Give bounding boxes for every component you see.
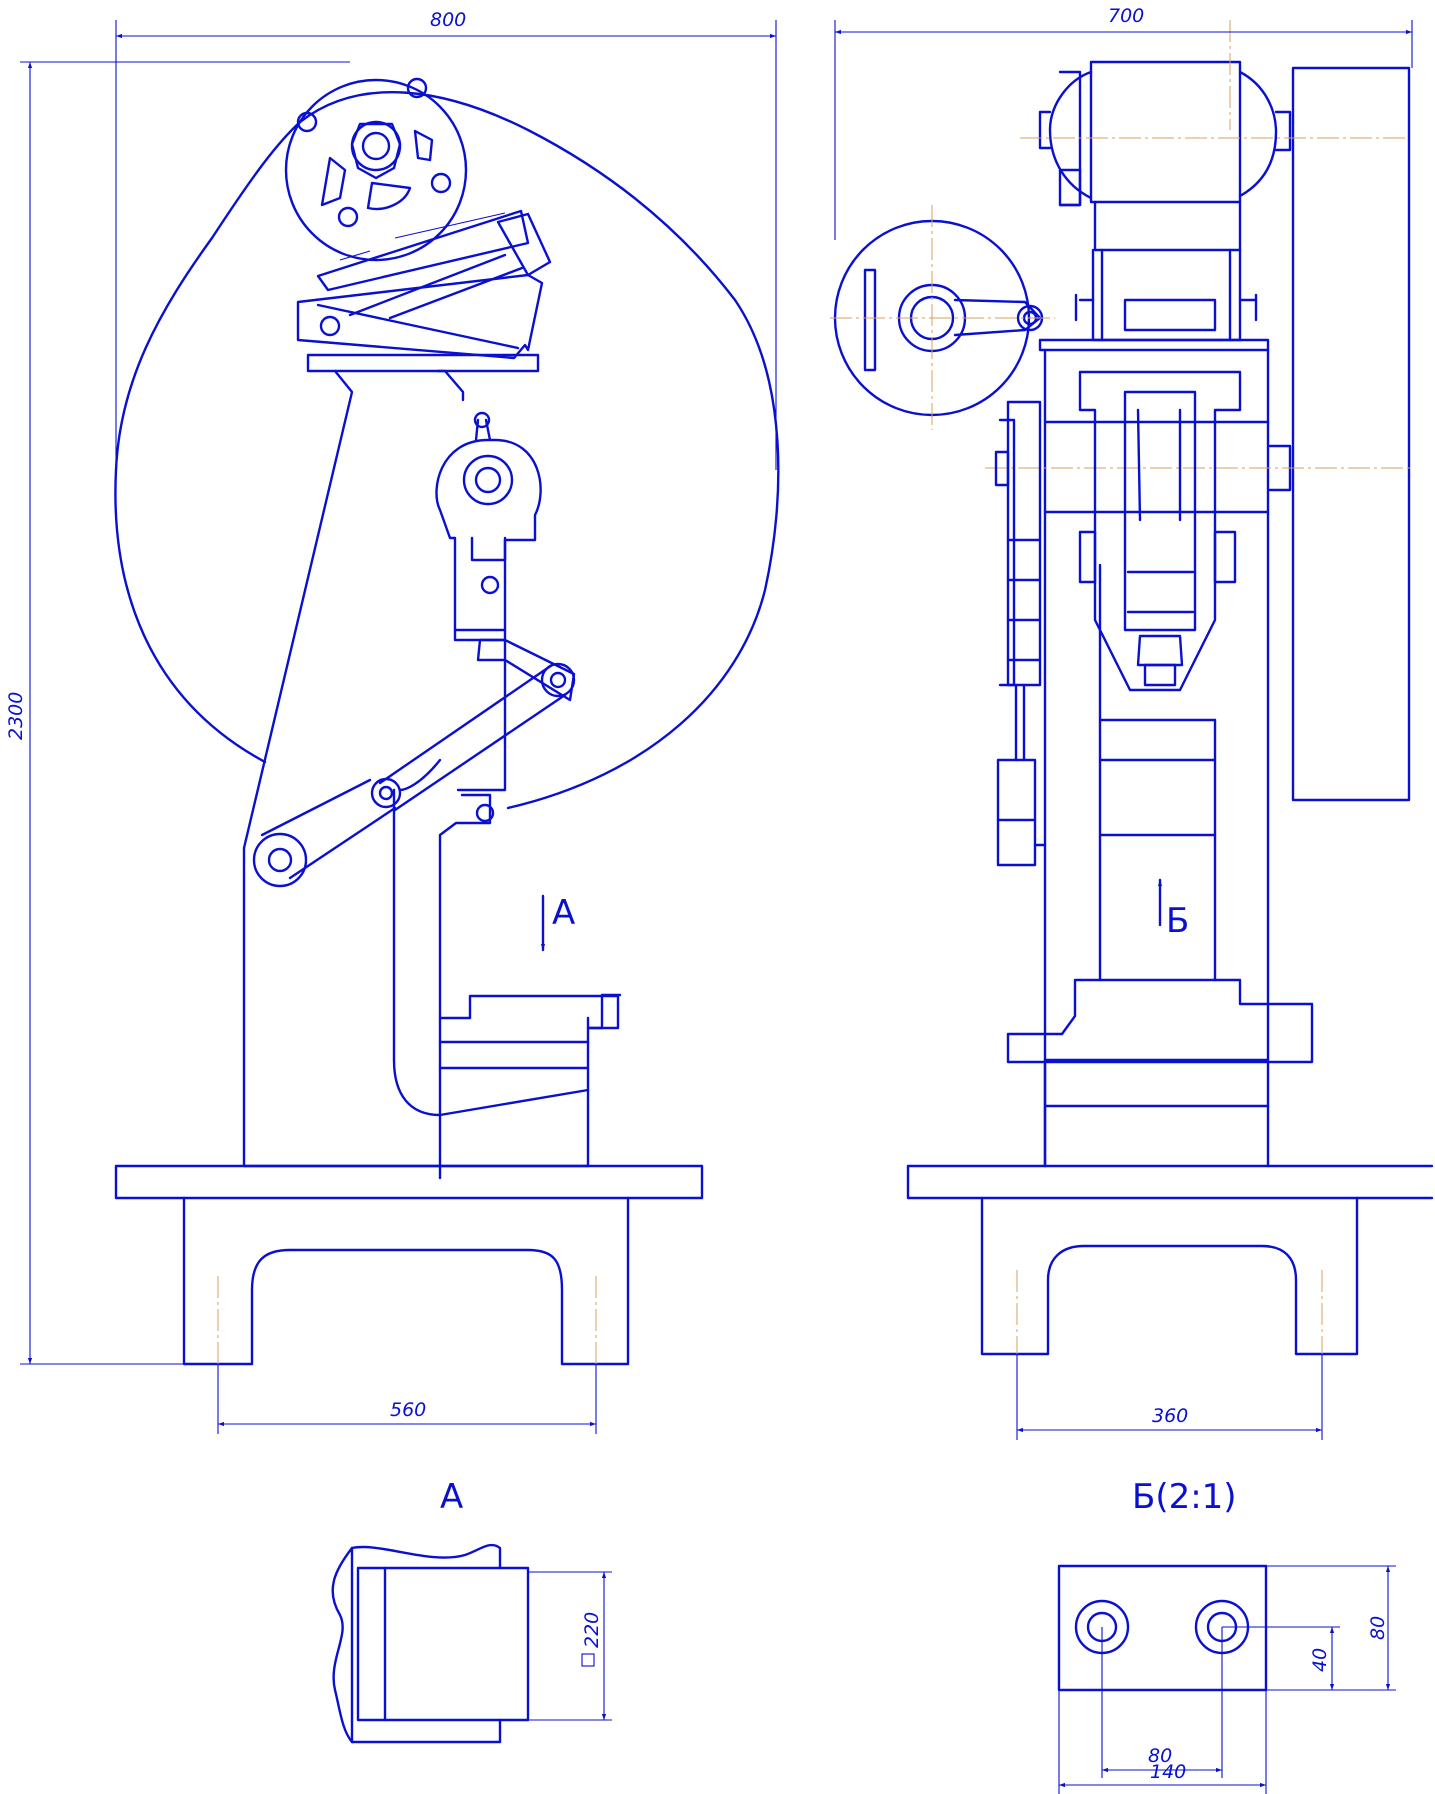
front-view: Б: [830, 20, 1434, 1365]
top-pulley: [284, 77, 468, 262]
front-column: [1043, 348, 1270, 1168]
detail-b-title: Б(2:1): [1132, 1477, 1237, 1517]
side-flywheel: [830, 205, 1055, 430]
dim-front-width: 700: [1108, 5, 1144, 27]
front-base-plate: [906, 1164, 1434, 1200]
gear-train: [994, 400, 1047, 867]
dim-height: 2300: [5, 692, 27, 740]
dim-detail-a: 220: [581, 1612, 603, 1648]
dim-front-base: 360: [1152, 1405, 1188, 1427]
detail-a-title: А: [440, 1477, 463, 1517]
motor: [1038, 60, 1292, 252]
motor-plate: [316, 209, 530, 292]
ram: [1078, 370, 1242, 722]
dim-side-base: 560: [390, 1399, 426, 1421]
crank-head: [435, 411, 542, 642]
dim-detail-b-half: 40: [1309, 1648, 1331, 1672]
detail-b: Б(2:1) 80 40 80 140: [1057, 1477, 1396, 1794]
view-a-arrow-label: А: [552, 893, 575, 933]
linkage: [252, 638, 576, 888]
side-base-plate: [114, 1164, 704, 1200]
view-b-arrow-label: Б: [1166, 901, 1189, 941]
side-base-stand: [182, 1196, 630, 1366]
front-bolster: [1006, 978, 1314, 1064]
dim-side-width: 800: [430, 9, 466, 31]
side-view: А: [114, 77, 780, 1372]
flywheel-guard: [114, 90, 780, 810]
dim-detail-b-spacing: 80: [1148, 1745, 1172, 1767]
dim-detail-b-height: 80: [1367, 1616, 1389, 1640]
belt-guard: [1291, 66, 1411, 802]
dim-detail-b-width: 140: [1150, 1761, 1186, 1783]
detail-a: А 220: [331, 1477, 612, 1744]
front-base-stand: [980, 1196, 1359, 1356]
bolster: [438, 994, 620, 1030]
motor-bracket: [296, 273, 544, 360]
dimension-lines: 800 700 2300 560 360: [5, 5, 1413, 1440]
